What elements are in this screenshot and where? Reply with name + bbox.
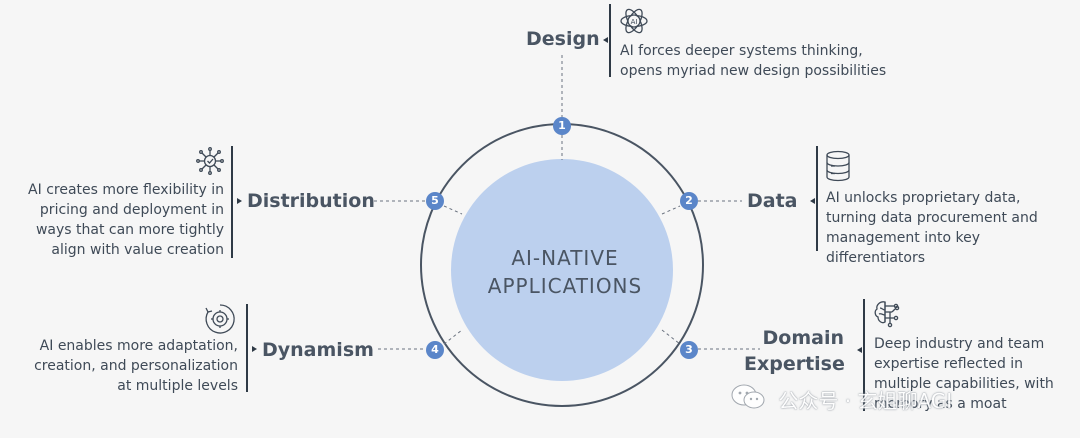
badge-2: 2: [680, 192, 698, 210]
dynamism-desc-line: AI enables more adaptation,: [39, 338, 238, 354]
ai-brain-icon: AI: [619, 6, 649, 40]
data-divider: [816, 146, 818, 251]
dynamism-desc-line: at multiple levels: [117, 378, 238, 394]
badge-5: 5: [426, 192, 444, 210]
badge-3: 3: [680, 341, 698, 359]
domain-expertise-description: Deep industry and team expertise reflect…: [874, 334, 1054, 414]
domain-expertise-title-line-2: Expertise: [744, 353, 845, 375]
data-description: AI unlocks proprietary data, turning dat…: [826, 188, 1038, 268]
dynamism-description: AI enables more adaptation, creation, an…: [0, 336, 238, 396]
wechat-icon: [730, 383, 766, 416]
center-label: AI-NATIVE APPLICATIONS: [450, 244, 680, 300]
distribution-description: AI creates more flexibility in pricing a…: [0, 180, 224, 260]
badge-4: 4: [426, 341, 444, 359]
design-pointer: [603, 37, 608, 43]
data-pointer: [810, 198, 815, 204]
design-desc-line: opens myriad new design possibilities: [620, 63, 887, 79]
center-line-1: AI-NATIVE: [511, 246, 619, 270]
dynamism-divider: [246, 304, 248, 392]
design-divider: [609, 4, 611, 77]
design-description: AI forces deeper systems thinking, opens…: [620, 41, 886, 81]
domain-desc-line: memory as a moat: [874, 396, 1007, 412]
data-desc-line: management into key: [826, 230, 981, 246]
data-desc-line: differentiators: [826, 250, 926, 266]
design-desc-line: AI forces deeper systems thinking,: [620, 43, 863, 59]
distribution-divider: [231, 146, 233, 258]
dynamism-pointer: [252, 346, 257, 352]
domain-expertise-title-line-1: Domain: [762, 327, 844, 349]
network-check-icon: [195, 146, 225, 180]
center-line-2: APPLICATIONS: [487, 274, 643, 298]
distribution-pointer: [237, 198, 242, 204]
spoke-2: [661, 205, 681, 215]
distribution-desc-line: AI creates more flexibility in: [28, 182, 224, 198]
domain-expertise-title: Domain Expertise: [744, 325, 845, 377]
distribution-desc-line: align with value creation: [51, 242, 224, 258]
data-title: Data: [747, 190, 798, 212]
domain-desc-line: multiple capabilities, with: [874, 376, 1054, 392]
distribution-desc-line: ways that can more tightly: [35, 222, 224, 238]
domain-desc-line: expertise reflected in: [874, 356, 1024, 372]
dynamism-title: Dynamism: [262, 339, 374, 361]
badge-1: 1: [553, 117, 571, 135]
distribution-title: Distribution: [247, 190, 375, 212]
spoke-5: [443, 205, 463, 215]
brain-circuit-icon: [872, 298, 904, 332]
dynamism-desc-line: creation, and personalization: [34, 358, 238, 374]
domain-expertise-pointer: [857, 347, 862, 353]
svg-text:AI: AI: [631, 18, 638, 26]
center-circle: [451, 159, 673, 381]
distribution-desc-line: pricing and deployment in: [39, 202, 224, 218]
database-icon: [824, 150, 852, 186]
domain-desc-line: Deep industry and team: [874, 336, 1045, 352]
watermark-text: 公众号 · 玄姐聊AGI: [778, 389, 953, 413]
domain-expertise-divider: [863, 299, 865, 411]
data-desc-line: turning data procurement and: [826, 210, 1038, 226]
watermark: 公众号 · 玄姐聊AGI: [730, 383, 952, 416]
design-title: Design: [526, 28, 600, 50]
spoke-4: [443, 329, 463, 345]
spoke-3: [661, 329, 681, 345]
gear-cycle-icon: [203, 302, 237, 340]
data-desc-line: AI unlocks proprietary data,: [826, 190, 1021, 206]
